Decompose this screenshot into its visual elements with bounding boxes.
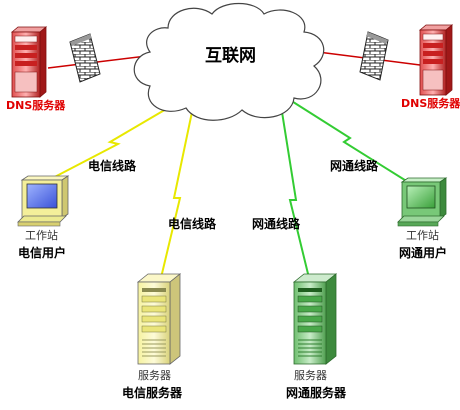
- telecom-user-label: 电信用户: [18, 246, 67, 260]
- firewall-right-icon: [359, 31, 389, 81]
- telecom-user-line-label: 电信线路: [88, 159, 137, 173]
- telecom-links: [44, 97, 193, 283]
- netcom-server-label: 网通服务器: [286, 386, 347, 400]
- dns-left-link: [47, 54, 156, 69]
- netcom-server-icon: [292, 273, 338, 365]
- dns-server-left-icon: [10, 26, 48, 98]
- dns-server-right-icon: [418, 24, 454, 96]
- telecom-server-icon: [136, 273, 182, 365]
- firewall-left-icon: [69, 33, 101, 83]
- internet-cloud: [133, 3, 325, 121]
- netcom-user-caption: 工作站: [406, 229, 439, 242]
- telecom-user-lightning: [44, 97, 186, 183]
- telecom-server-caption: 服务器: [138, 369, 171, 382]
- netcom-user-lightning: [289, 99, 409, 183]
- netcom-links: [281, 99, 409, 283]
- dns-right-label: DNS服务器: [401, 97, 460, 110]
- dns-left-label: DNS服务器: [6, 99, 66, 112]
- telecom-user-caption: 工作站: [25, 229, 58, 242]
- netcom-server-caption: 服务器: [294, 369, 327, 382]
- netcom-user-line-label: 网通线路: [330, 159, 379, 173]
- netcom-user-label: 网通用户: [399, 246, 448, 260]
- internet-label: 互联网: [205, 46, 256, 66]
- telecom-server-lightning: [159, 111, 193, 283]
- netcom-server-line-label: 网通线路: [252, 217, 301, 231]
- netcom-workstation-icon: [397, 177, 448, 227]
- telecom-workstation-icon: [17, 175, 70, 227]
- telecom-server-line-label: 电信线路: [168, 217, 217, 231]
- netcom-server-lightning: [281, 111, 311, 283]
- telecom-server-label: 电信服务器: [122, 386, 183, 400]
